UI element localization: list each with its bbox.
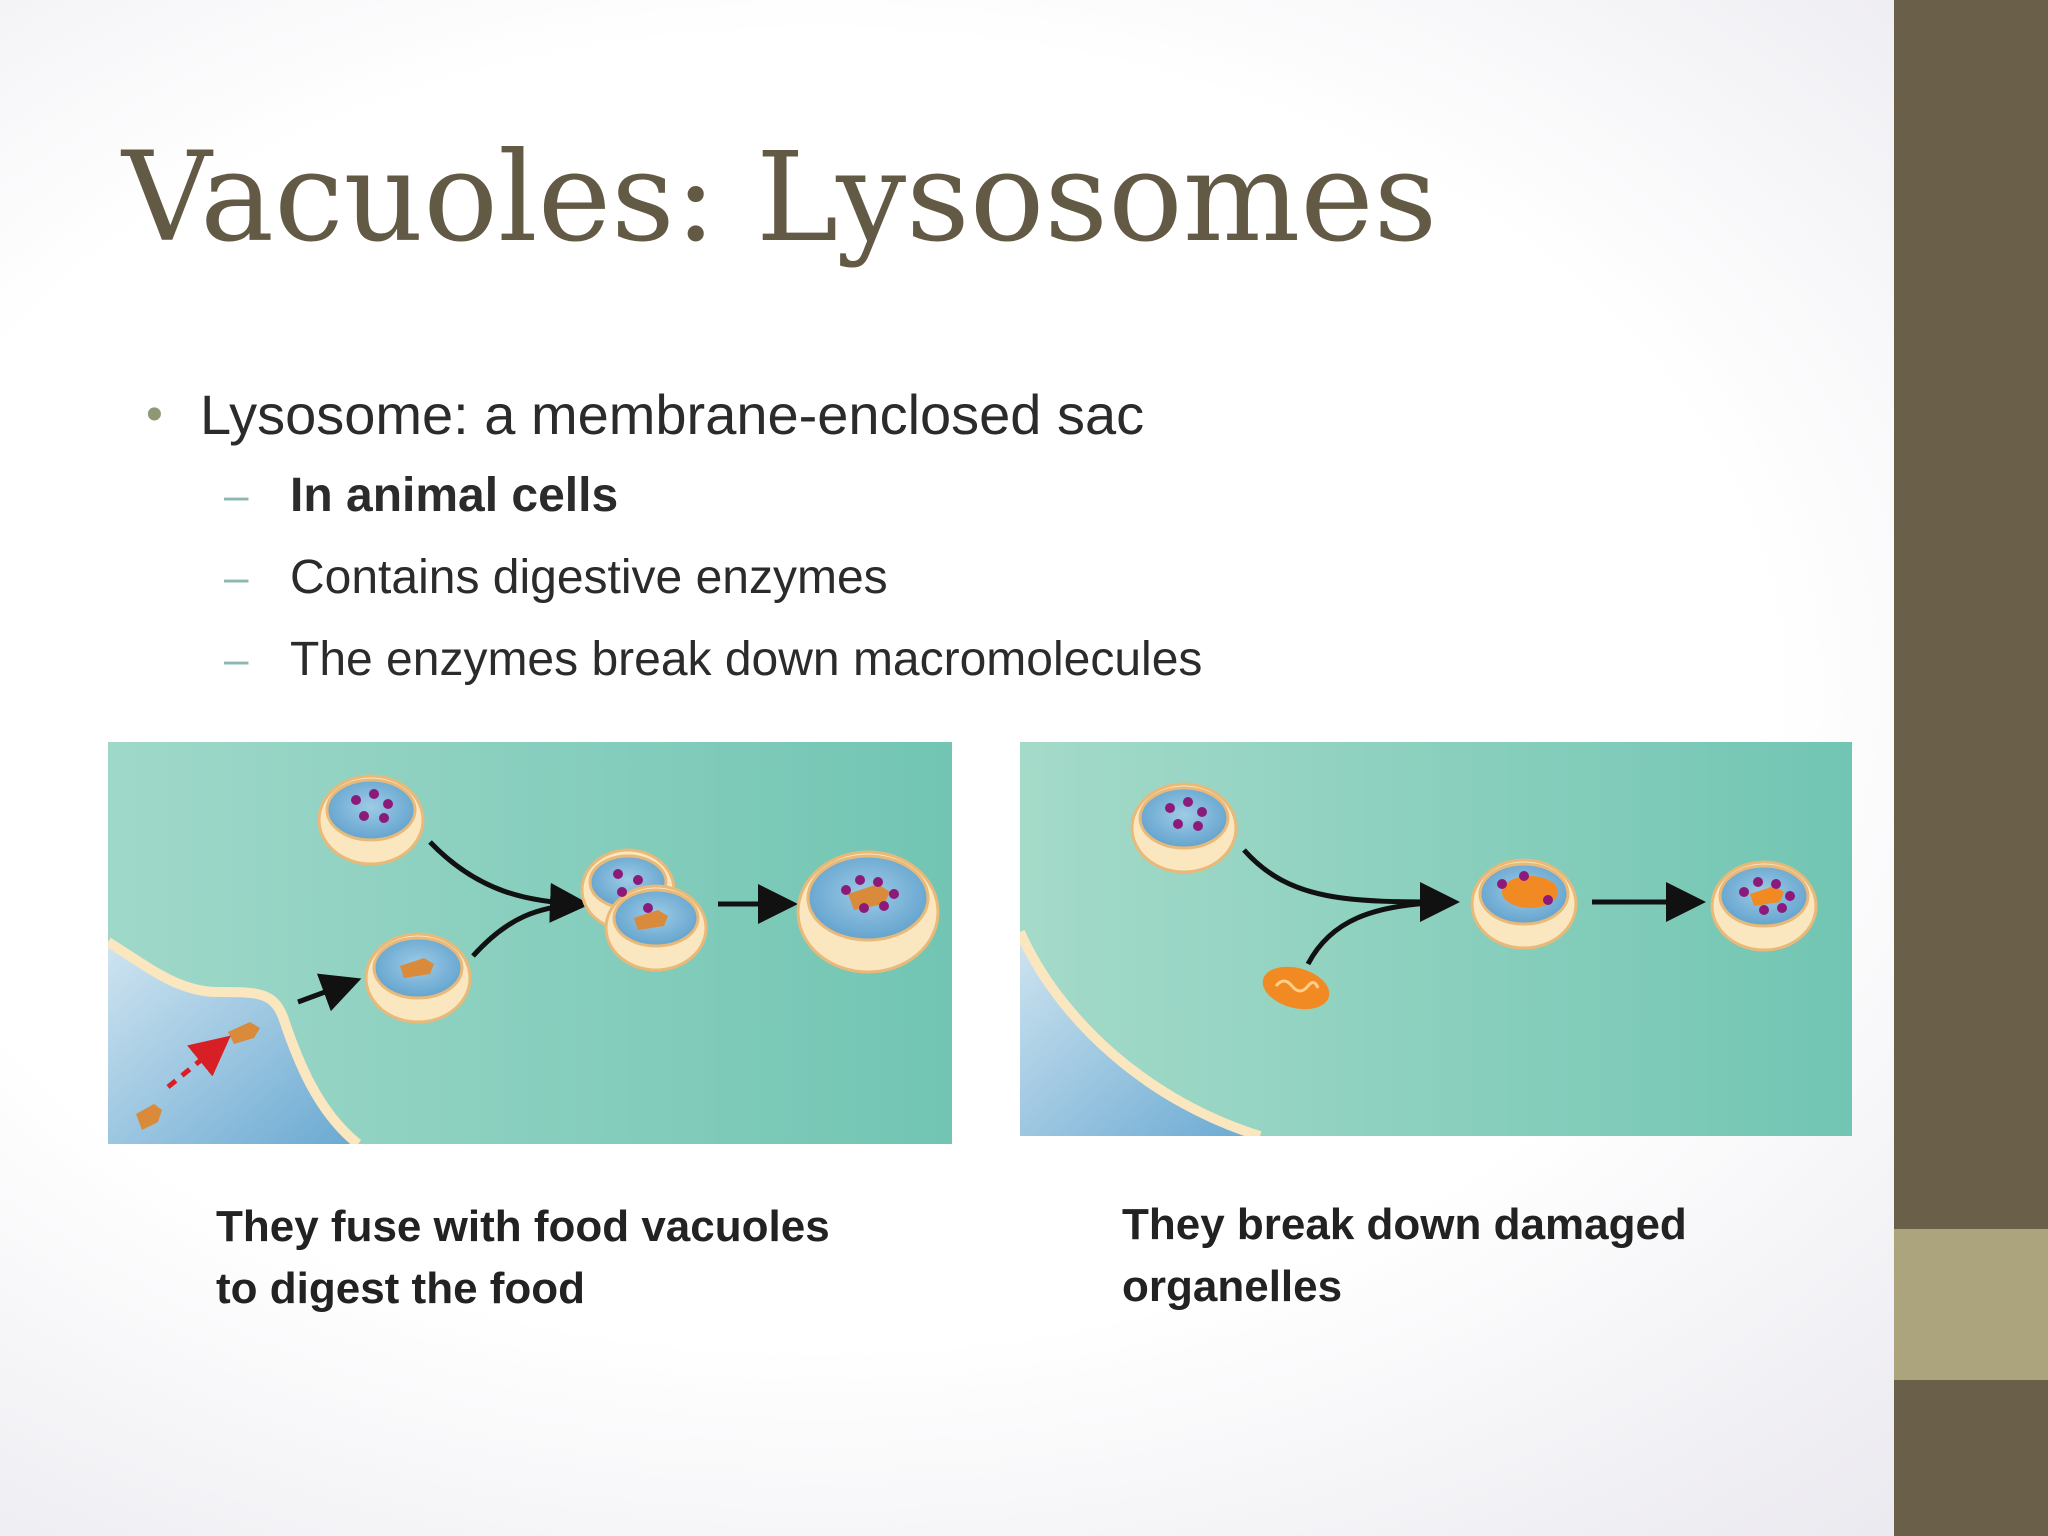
arrow xyxy=(1305,899,1451,966)
sub-bullet-text: In animal cells xyxy=(290,469,619,522)
sub-bullet-marker: – xyxy=(224,553,249,602)
left-figure-caption: They fuse with food vacuoles to digest t… xyxy=(216,1196,830,1320)
sidebar-accent-block xyxy=(1894,1229,2048,1380)
bullet-text: Lysosome: a membrane-enclosed sac xyxy=(200,383,1145,446)
autophagic-vacuole xyxy=(1470,858,1578,950)
arrow xyxy=(297,973,362,1012)
digestive-vacuole xyxy=(796,850,940,974)
bullet-list: • Lysosome: a membrane-enclosed sac – In… xyxy=(0,0,1894,700)
cell-exterior xyxy=(108,942,358,1144)
autophagy-illustration xyxy=(1020,742,1852,1136)
food-vacuole-fusion-illustration xyxy=(108,742,952,1144)
endocytosis-arrow xyxy=(166,1035,231,1089)
food-particle xyxy=(228,1022,260,1044)
sub-bullet-text: The enzymes break down macromolecules xyxy=(290,633,1203,686)
food-vacuole xyxy=(364,932,472,1024)
arrow xyxy=(428,840,590,923)
fusing-vesicles xyxy=(580,848,708,972)
damaged-organelle xyxy=(1262,966,1330,1010)
caption-line: They break down damaged xyxy=(1122,1200,1687,1249)
bullet-marker: • xyxy=(146,388,163,441)
caption-line: to digest the food xyxy=(216,1264,586,1313)
sub-bullet-marker: – xyxy=(224,471,249,520)
nucleus-region xyxy=(1020,932,1260,1136)
sub-bullet-text: Contains digestive enzymes xyxy=(290,551,888,604)
arrow xyxy=(471,901,581,958)
slide-title: Vacuoles: Lysosomes xyxy=(122,126,1438,270)
nuclear-membrane xyxy=(1020,929,1262,1136)
sub-bullet-marker: – xyxy=(224,635,249,684)
food-particle xyxy=(136,1104,162,1130)
caption-line: organelles xyxy=(1122,1262,1343,1311)
lysosome xyxy=(317,774,425,866)
lysosome xyxy=(1130,782,1238,874)
digested-vacuole xyxy=(1710,860,1818,952)
caption-line: They fuse with food vacuoles xyxy=(216,1202,830,1251)
plasma-membrane xyxy=(108,937,362,1144)
right-figure-caption: They break down damaged organelles xyxy=(1122,1194,1687,1318)
